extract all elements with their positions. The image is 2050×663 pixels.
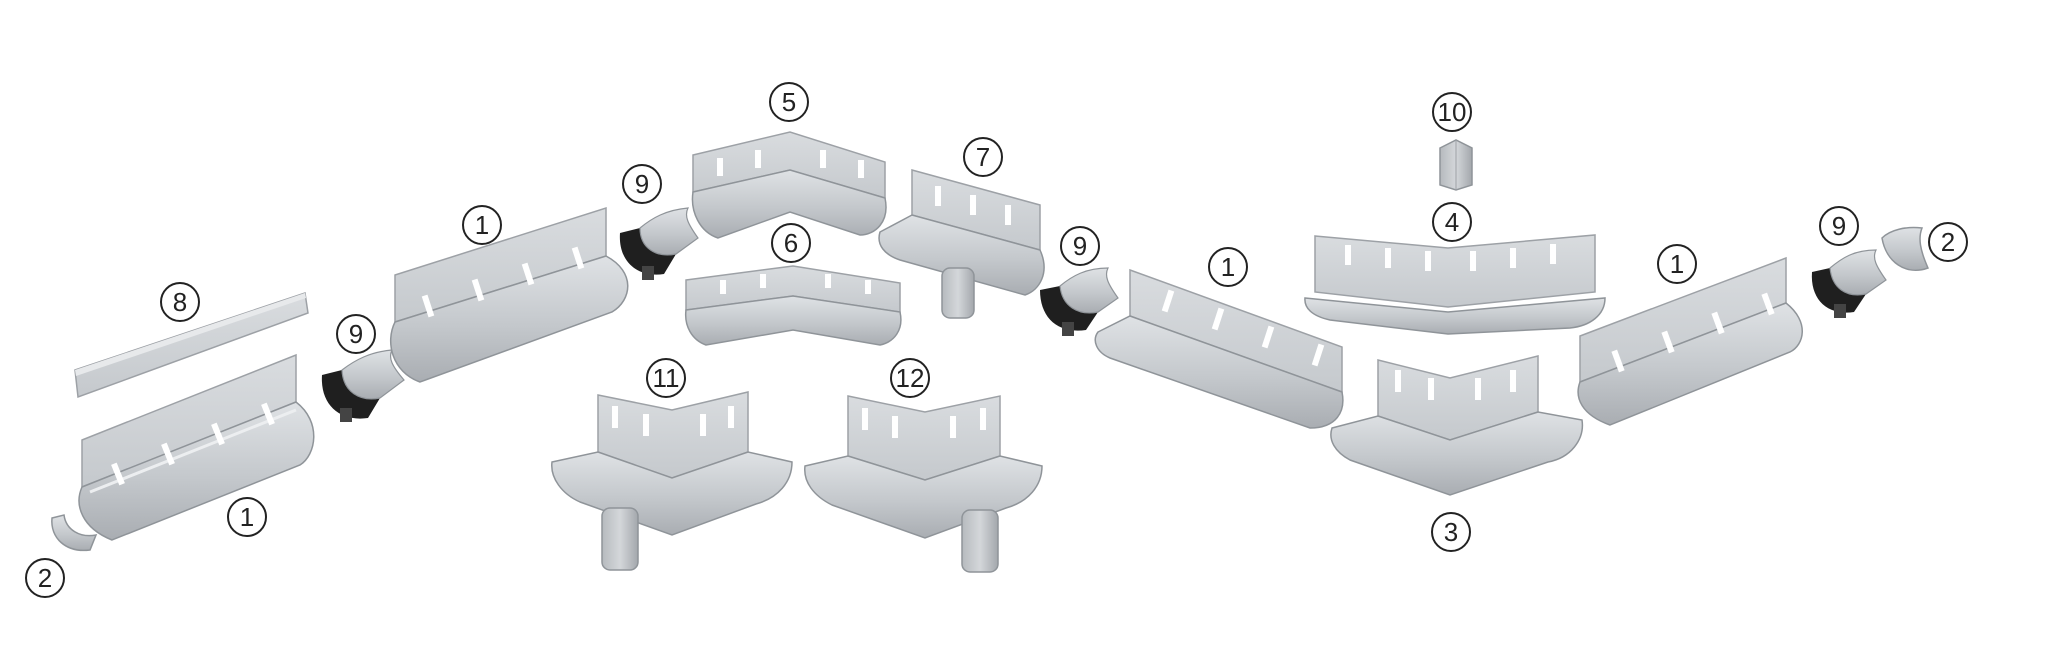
external-corner-part — [691, 131, 887, 239]
callout-label: 1 — [1670, 249, 1684, 279]
callout-9: 9 — [336, 314, 376, 354]
callout-label: 7 — [976, 142, 990, 172]
gutter-connector-part — [1811, 249, 1887, 318]
callout-4: 4 — [1432, 202, 1472, 242]
end-cap-part — [1881, 226, 1930, 271]
callout-label: 2 — [1941, 227, 1955, 257]
callout-label: 6 — [784, 228, 798, 258]
callout-label: 1 — [475, 210, 489, 240]
angle-gutter-part — [1304, 234, 1606, 335]
gutter-length-part — [1094, 268, 1344, 429]
callout-label: 4 — [1445, 207, 1459, 237]
angle-gutter-part — [684, 265, 902, 346]
callout-label: 9 — [1073, 231, 1087, 261]
corner-cover-part — [1439, 139, 1473, 191]
callout-label: 9 — [635, 169, 649, 199]
external-corner-outlet-part — [804, 395, 1043, 573]
callout-label: 9 — [1832, 211, 1846, 241]
callout-label: 5 — [782, 87, 796, 117]
callout-label: 8 — [173, 287, 187, 317]
callout-1: 1 — [1208, 247, 1248, 287]
callout-label: 2 — [38, 563, 52, 593]
gutter-connector-part — [619, 207, 699, 280]
end-cap-part — [51, 514, 98, 552]
callout-1: 1 — [1657, 244, 1697, 284]
internal-corner-part — [1330, 355, 1584, 496]
gutter-connector-part — [1040, 267, 1119, 336]
callout-label: 10 — [1438, 97, 1467, 127]
callout-6: 6 — [771, 223, 811, 263]
gutter-connector-part — [321, 349, 405, 422]
callout-5: 5 — [769, 82, 809, 122]
callout-10: 10 — [1432, 92, 1472, 132]
callout-label: 1 — [240, 502, 254, 532]
callout-1: 1 — [227, 497, 267, 537]
hanger-strip-part — [74, 292, 309, 399]
gutter-outlet-part — [878, 169, 1045, 319]
internal-corner-outlet-part — [551, 391, 793, 571]
callout-label: 11 — [653, 363, 680, 393]
callout-label: 3 — [1444, 517, 1458, 547]
callout-3: 3 — [1431, 512, 1471, 552]
callout-12: 12 — [890, 358, 930, 398]
callout-8: 8 — [160, 282, 200, 322]
gutter-length-part — [389, 206, 629, 383]
callout-1: 1 — [462, 205, 502, 245]
gutter-length-part — [78, 353, 315, 541]
callout-11: 11 — [646, 358, 686, 398]
callout-2: 2 — [1928, 222, 1968, 262]
callout-label: 1 — [1221, 252, 1235, 282]
callout-9: 9 — [622, 164, 662, 204]
callout-9: 9 — [1819, 206, 1859, 246]
callout-label: 12 — [896, 363, 925, 393]
callout-label: 9 — [349, 319, 363, 349]
gutter-length-part — [1577, 256, 1803, 426]
callout-7: 7 — [963, 137, 1003, 177]
callout-2: 2 — [25, 558, 65, 598]
callout-9: 9 — [1060, 226, 1100, 266]
